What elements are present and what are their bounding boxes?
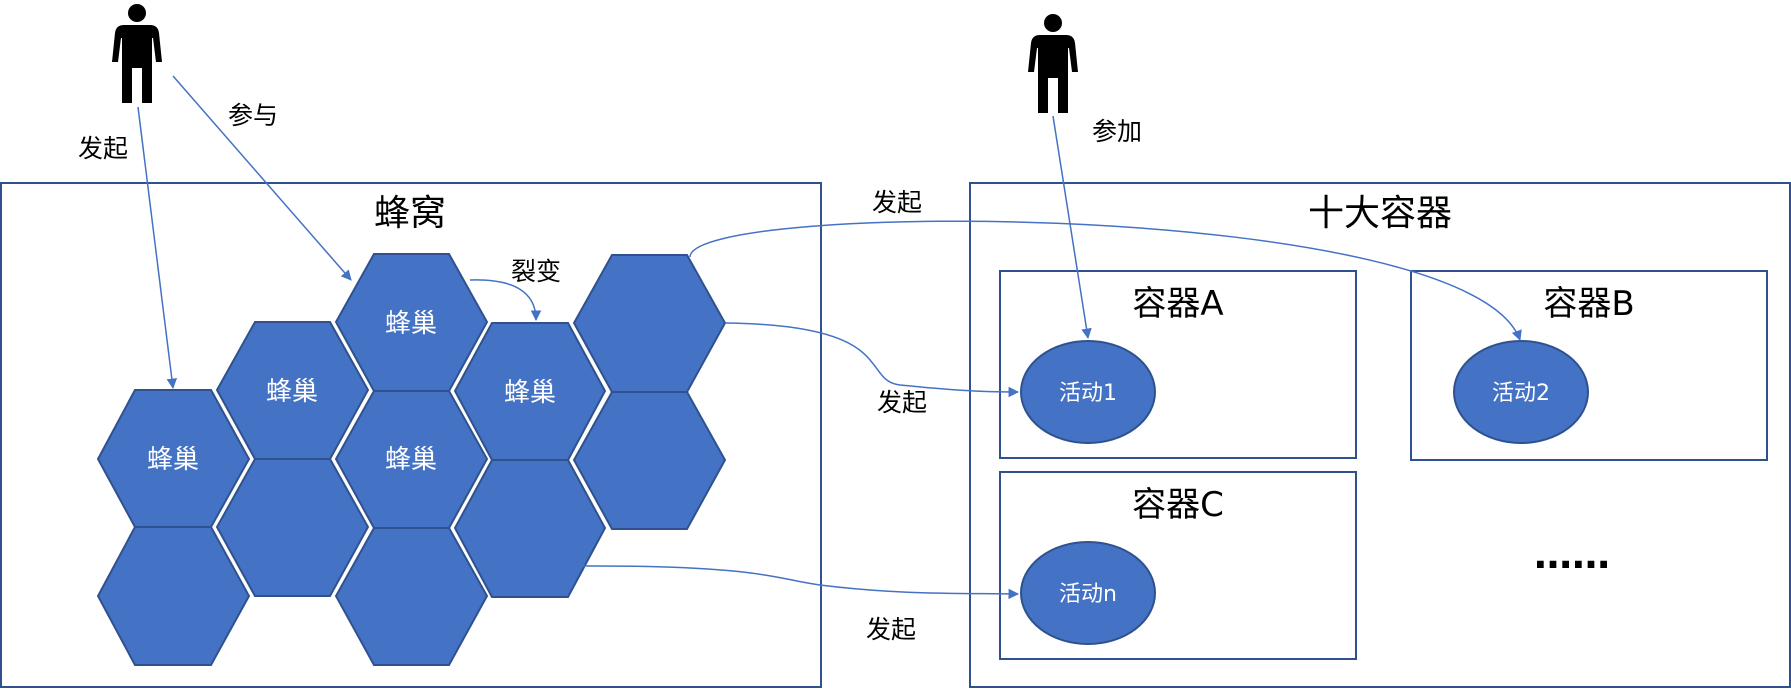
- hive-cell: [334, 527, 489, 666]
- hive-cell: [572, 254, 727, 393]
- hive-cell: [572, 391, 727, 530]
- hive-cell-label: 蜂巢: [504, 378, 556, 408]
- hive-title: 蜂窝: [374, 193, 446, 234]
- edge-join: [1052, 115, 1092, 340]
- edge-label-initiate-left: 发起: [78, 134, 128, 163]
- hive-cells: 蜂巢 蜂巢 蜂巢 蜂巢 蜂巢: [96, 253, 727, 666]
- edge-label-join: 参加: [1092, 117, 1142, 146]
- hive-frame: [0, 182, 822, 688]
- edge-label-initiate-top: 发起: [872, 188, 922, 217]
- activity-2-label: 活动2: [1492, 381, 1550, 406]
- activity-1-node: [1020, 340, 1156, 444]
- activity-n-label: 活动n: [1059, 582, 1117, 607]
- hive-cell-label: 蜂巢: [147, 445, 199, 475]
- edge-label-initiate-middle: 发起: [877, 388, 927, 417]
- more-containers-ellipsis: ……: [1534, 533, 1610, 577]
- edge-initiate-top: [689, 220, 1522, 341]
- edge-initiate-bottom: [579, 565, 1020, 600]
- activity-1-label: 活动1: [1059, 381, 1117, 406]
- hive-cell-label: 蜂巢: [266, 377, 318, 407]
- edge-participate: [172, 75, 352, 281]
- container-b-title: 容器B: [1543, 284, 1634, 324]
- container-group-frame: [969, 182, 1791, 688]
- container-a-title: 容器A: [1132, 284, 1223, 324]
- person-icon: [1028, 14, 1078, 113]
- edges: [137, 75, 1522, 600]
- edge-label-participate: 参与: [228, 101, 278, 130]
- edge-initiate-middle: [724, 322, 1020, 398]
- activity-n-node: [1020, 541, 1156, 645]
- container-group-title: 十大容器: [1308, 193, 1452, 234]
- container-c-title: 容器C: [1132, 485, 1224, 525]
- hive-cell: [453, 459, 607, 598]
- container-a-box: [999, 270, 1357, 459]
- edge-initiate-left: [137, 106, 178, 390]
- container-c-box: [999, 471, 1357, 660]
- hive-cell: [96, 526, 251, 666]
- hive-cell-label: 蜂巢: [385, 445, 437, 475]
- person-icon: [112, 4, 162, 103]
- edge-label-initiate-bottom: 发起: [866, 615, 916, 644]
- activity-2-node: [1453, 340, 1589, 444]
- hive-cell: [215, 458, 370, 597]
- edge-split: [469, 279, 542, 322]
- container-b-box: [1410, 270, 1768, 461]
- edge-label-split: 裂变: [511, 257, 561, 286]
- hive-cell-label: 蜂巢: [385, 309, 437, 339]
